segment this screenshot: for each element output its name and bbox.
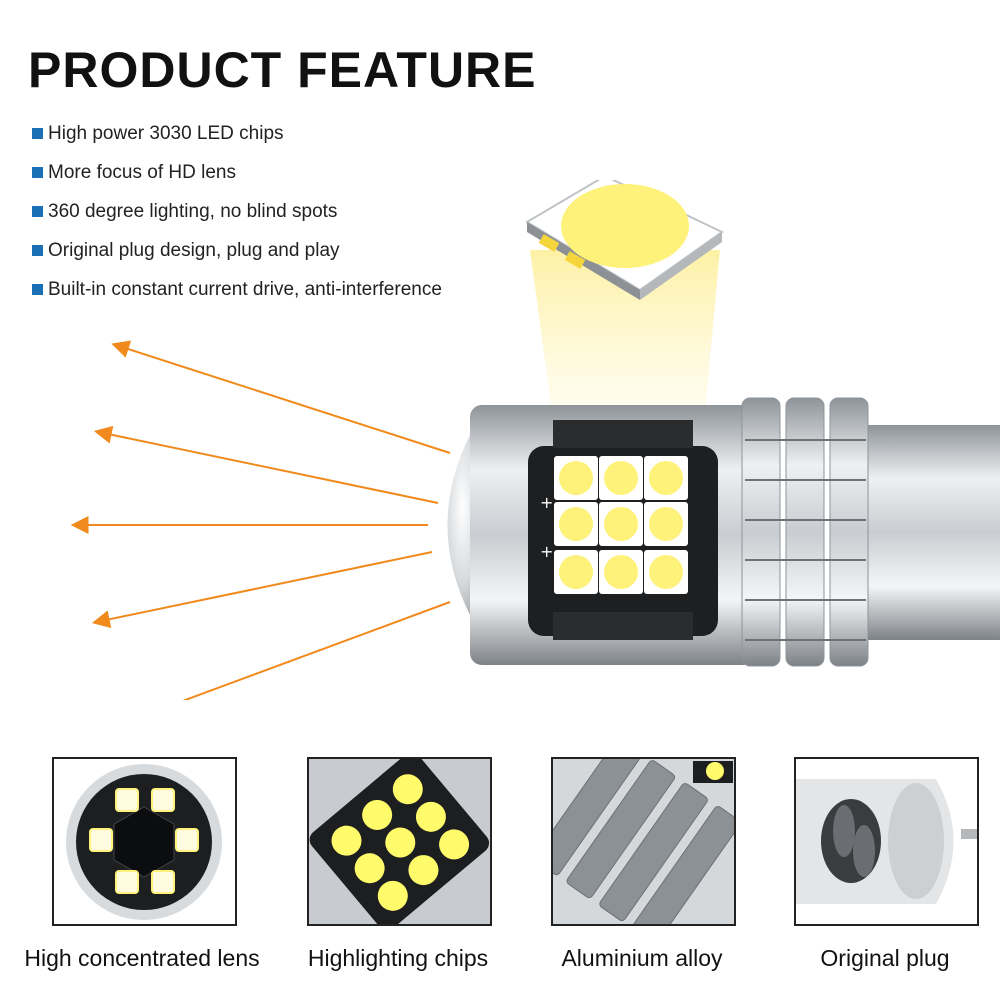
led-light [649,555,683,589]
led-light [559,507,593,541]
led-light [604,461,638,495]
thumbnail-lens [52,757,237,926]
feature-text: Built-in constant current drive, anti-in… [48,278,442,300]
led-light [649,507,683,541]
bullet-square-icon [32,167,43,178]
thumbnail-plug [794,757,979,926]
feature-item: Built-in constant current drive, anti-in… [32,270,442,309]
led-bulb-illustration: + + [70,180,1000,700]
led-light [559,461,593,495]
feature-text: Original plug design, plug and play [48,239,340,261]
bullet-square-icon [32,206,43,217]
caption-plug: Original plug [820,945,950,971]
feature-text: More focus of HD lens [48,161,236,183]
page-title: PRODUCT FEATURE [28,42,537,98]
feature-item: 360 degree lighting, no blind spots [32,192,442,231]
led-light [604,507,638,541]
light-rays [70,340,451,700]
feature-text: 360 degree lighting, no blind spots [48,200,338,222]
bullet-square-icon [32,284,43,295]
led-light [649,461,683,495]
feature-text: High power 3030 LED chips [48,122,284,144]
caption-lens: High concentrated lens [24,945,260,971]
svg-text:+: + [540,542,553,561]
feature-item: More focus of HD lens [32,153,442,192]
bullet-square-icon [32,128,43,139]
thumbnail-heatsink [551,757,736,926]
lens-icon [66,764,222,920]
feature-item: Original plug design, plug and play [32,231,442,270]
feature-item: High power 3030 LED chips [32,114,442,153]
feature-list: High power 3030 LED chips More focus of … [32,114,442,309]
heatsink-fins [741,397,869,667]
led-panel: + + [528,420,718,640]
light-beam [530,250,720,412]
led-light [559,555,593,589]
svg-text:+: + [540,493,553,512]
led-chips-icon [309,759,490,924]
caption-chips: Highlighting chips [307,945,489,971]
heatsink-icon [553,759,734,924]
caption-heatsink: Aluminium alloy [561,945,723,971]
thumbnail-chips [307,757,492,926]
bullet-square-icon [32,245,43,256]
chip-3030-icon [525,180,724,300]
bulb-base [855,425,1000,640]
plug-icon [796,779,977,904]
led-light [604,555,638,589]
